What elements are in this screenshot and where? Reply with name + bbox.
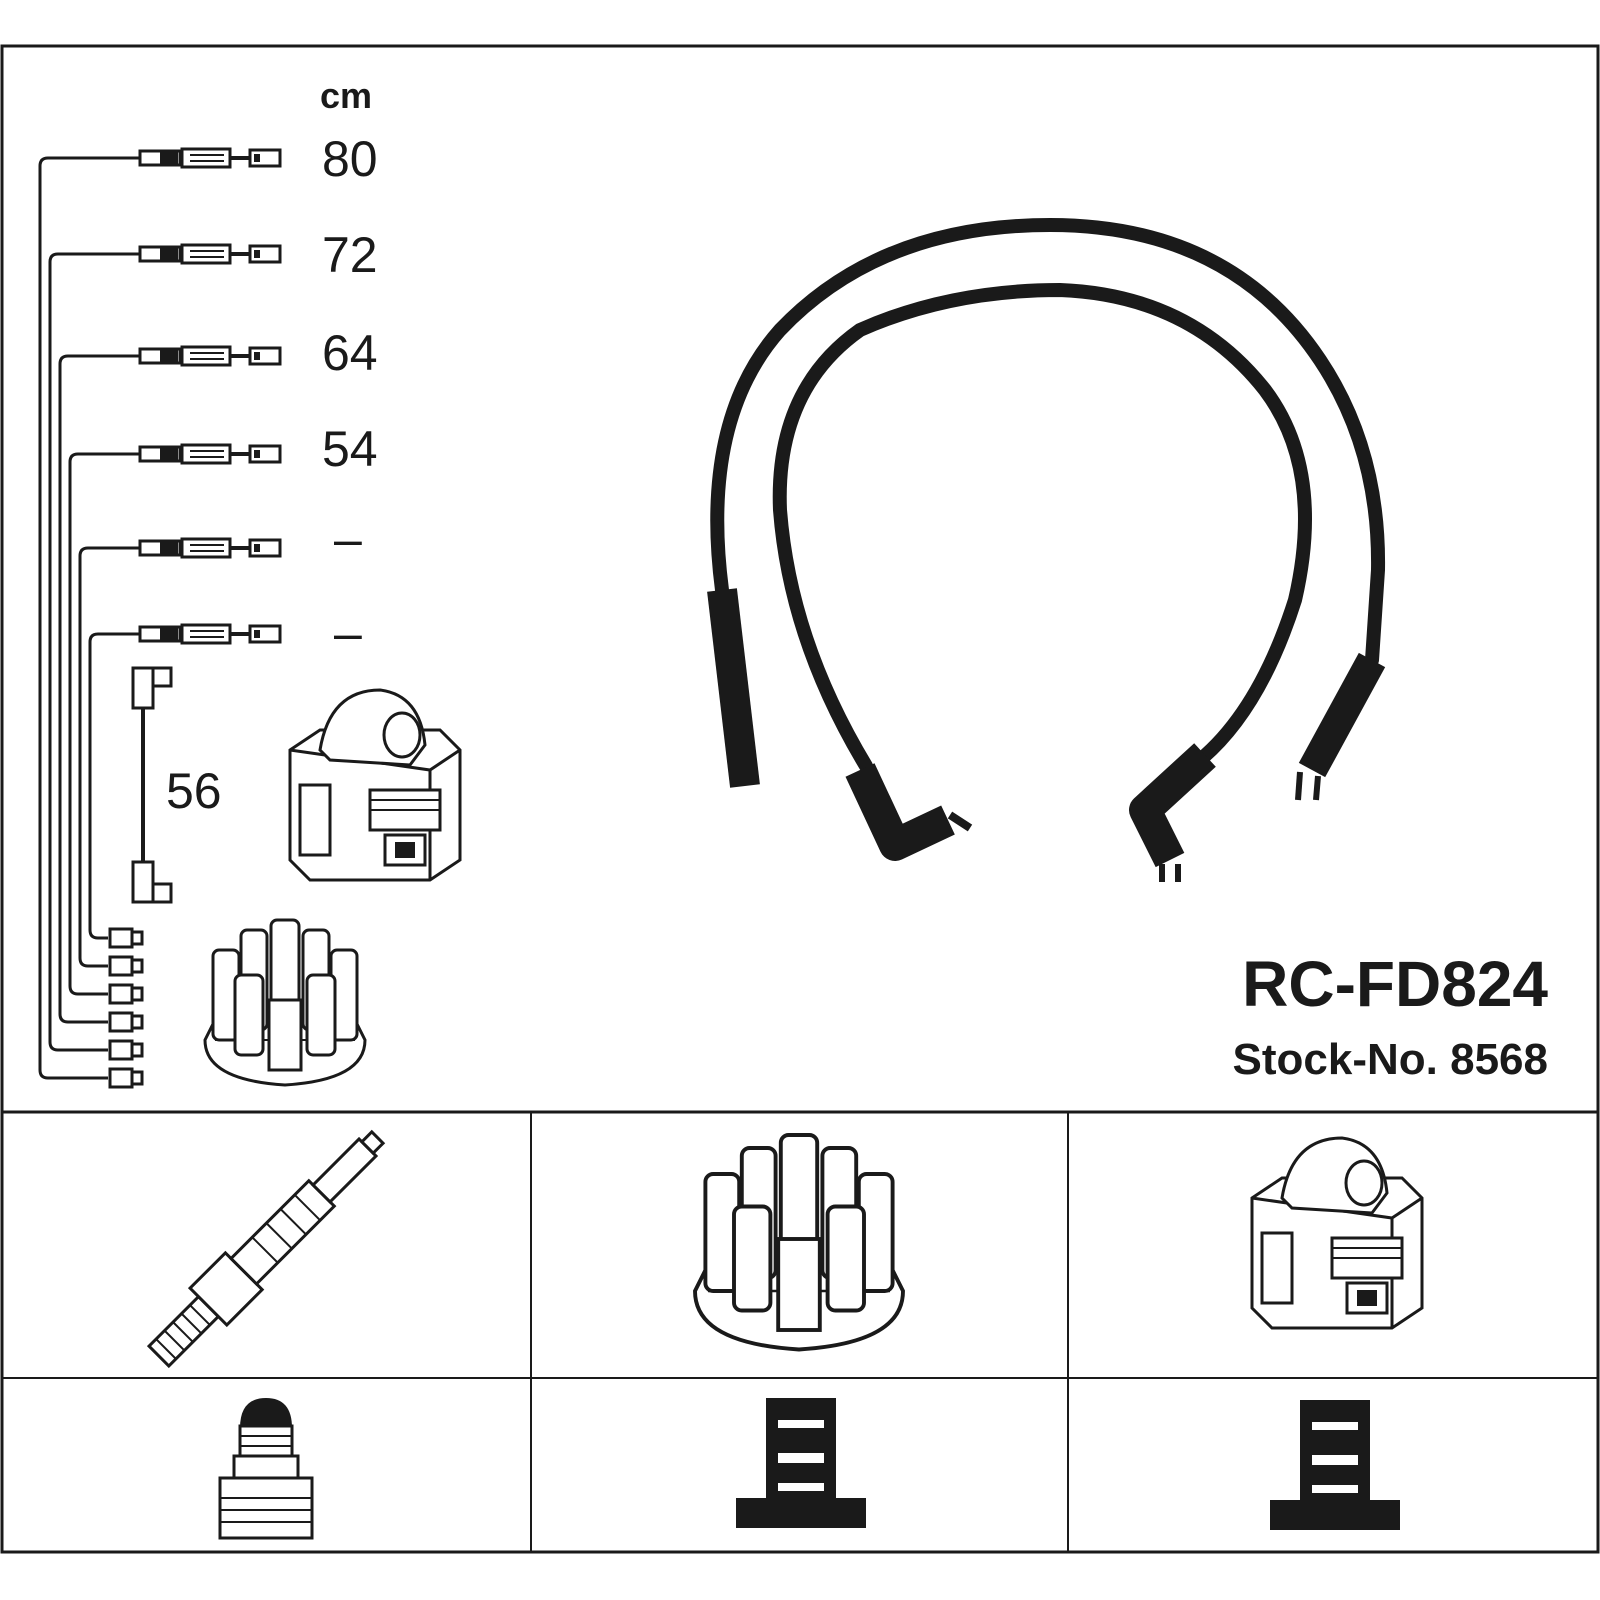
cable-wire-80 bbox=[38, 147, 282, 1089]
cable-wire-unused-1 bbox=[78, 537, 282, 977]
length-unit: cm bbox=[320, 75, 372, 116]
wire-length-label: 72 bbox=[322, 227, 378, 283]
diagram-frame bbox=[0, 44, 1600, 1554]
plug-terminal-icon bbox=[218, 1398, 314, 1540]
cable-wire-54 bbox=[68, 443, 282, 1005]
cable-wire-72 bbox=[48, 243, 282, 1061]
distributor-cap-icon bbox=[693, 1133, 905, 1352]
cable-wire-unused-2 bbox=[88, 623, 282, 949]
stock-number: Stock-No. 8568 bbox=[1233, 1035, 1548, 1084]
cable-length-list: cm 80 72 64 54 – bbox=[38, 75, 462, 1089]
distributor-cap-icon bbox=[203, 918, 367, 1087]
part-number: RC-FD824 bbox=[1242, 948, 1548, 1020]
cable-set-illustration bbox=[707, 217, 1386, 882]
coil-lead-length-label: 56 bbox=[166, 763, 222, 819]
wire-length-label: 80 bbox=[322, 131, 378, 187]
wire-length-label: – bbox=[334, 511, 362, 567]
cap-terminal-icon bbox=[736, 1398, 866, 1528]
wire-length-label: 54 bbox=[322, 421, 378, 477]
coil-terminal-icon bbox=[1270, 1400, 1400, 1530]
ignition-coil-icon bbox=[288, 688, 462, 882]
spark-plug-icon bbox=[146, 1129, 386, 1369]
wire-length-label: – bbox=[334, 605, 362, 661]
cable-wire-64 bbox=[58, 345, 282, 1033]
ignition-coil-icon bbox=[1250, 1136, 1424, 1330]
wire-length-label: 64 bbox=[322, 325, 378, 381]
coil-lead bbox=[131, 666, 173, 904]
